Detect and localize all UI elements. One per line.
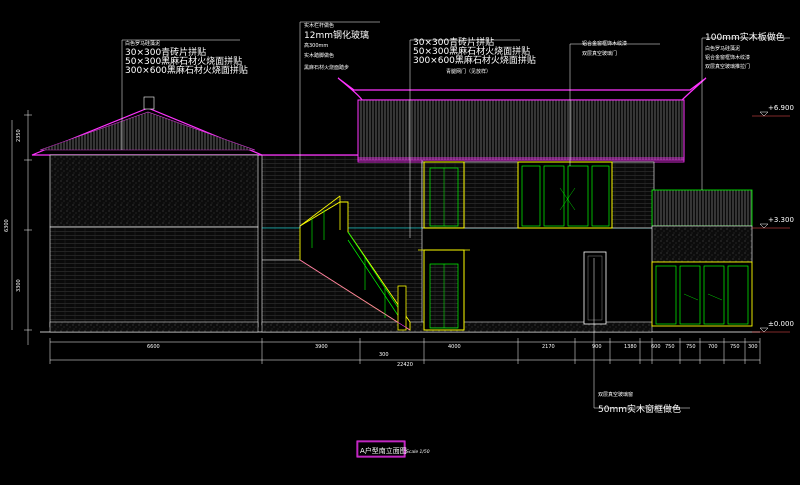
note-1-1: 白色罗马硅藻泥: [125, 40, 160, 47]
level-mid: +3.300: [768, 216, 794, 224]
bottom-dim-5: 900: [592, 344, 602, 350]
level-top: +6.900: [768, 104, 794, 112]
left-dim-1: 2350: [16, 129, 22, 142]
note-3-2: 50×300黑麻石材火烧面拼贴: [413, 45, 530, 57]
annotation-group-5: 100mm实木板做色 白色罗马硅藻泥 铝合金窗框饰木纹漆 双层真空玻璃推拉门: [705, 31, 785, 70]
bottom-dim-10: 700: [708, 344, 718, 350]
chimney: [143, 96, 155, 110]
bottom-dimension: 6600 3900 4000 2170 900 1380 600 750 750…: [49, 338, 761, 368]
bottom-dim-small: 300: [379, 352, 389, 358]
note-5-1: 100mm实木板做色: [705, 31, 785, 43]
note-1-4: 300×600黑麻石材火烧面拼贴: [125, 64, 248, 76]
leader-lines: [121, 21, 790, 409]
bottom-dim-11: 750: [730, 344, 740, 350]
note-4-1: 铝合金窗框饰木纹漆: [582, 40, 627, 47]
note-5-2: 白色罗马硅藻泥: [705, 45, 740, 52]
left-dimension: 2350 6300 3300: [4, 110, 32, 345]
left-dim-3: 3300: [16, 279, 22, 292]
bottom-dim-4: 2170: [542, 344, 555, 350]
note-3-1: 30×300青砖片拼贴: [413, 36, 494, 48]
drawing-title: A户型南立面图: [360, 446, 407, 455]
bottom-dim-9: 750: [686, 344, 696, 350]
staircase: [299, 195, 411, 331]
annotation-group-4: 铝合金窗框饰木纹漆 双层真空玻璃门: [582, 40, 627, 57]
annotation-group-2: 实木栏杆做色 12mm钢化玻璃 高300mm 实木踏脚做色 黑麻石材火烧面踏步: [304, 22, 369, 71]
bottom-dim-2: 3900: [315, 344, 328, 350]
left-dim-2: 6300: [4, 219, 10, 232]
annotation-group-6: 双层真空玻璃窗 50mm实木窗框做色: [598, 391, 681, 415]
bottom-dim-8: 750: [665, 344, 675, 350]
level-markers: +6.900 +3.300 ±0.000: [752, 104, 794, 333]
right-annex: [651, 189, 753, 327]
note-5-3: 铝合金窗框饰木纹漆: [705, 54, 750, 61]
note-2-3: 高300mm: [304, 42, 328, 49]
note-1-3: 50×300黑麻石材火烧面拼贴: [125, 55, 242, 67]
bottom-dim-12: 300: [748, 344, 758, 350]
bottom-dim-6: 1380: [624, 344, 637, 350]
total-dimension: 22420: [397, 362, 413, 368]
bottom-dim-1: 6600: [147, 344, 160, 350]
note-6-1: 双层真空玻璃窗: [598, 391, 633, 398]
note-3-4: 青腿网门（见放样）: [446, 68, 491, 75]
note-6-2: 50mm实木窗框做色: [598, 403, 681, 415]
note-5-4: 双层真空玻璃推拉门: [705, 63, 750, 70]
annotation-group-1: 白色罗马硅藻泥 30×300青砖片拼贴 50×300黑麻石材火烧面拼贴 300×…: [125, 40, 248, 76]
note-3-3: 300×600黑麻石材火烧面拼贴: [413, 54, 536, 66]
note-1-2: 30×300青砖片拼贴: [125, 46, 206, 58]
central-doors: [418, 161, 470, 331]
level-ground: ±0.000: [768, 320, 794, 328]
bottom-dim-7: 600: [651, 344, 661, 350]
note-2-2: 12mm钢化玻璃: [304, 29, 369, 41]
note-2-1: 实木栏杆做色: [304, 22, 334, 29]
upper-windows: [517, 161, 613, 229]
drawing-title-block: A户型南立面图 Scale 1/50: [356, 440, 430, 458]
left-building: [31, 96, 263, 333]
bottom-dim-3: 4000: [448, 344, 461, 350]
lower-window: [583, 251, 607, 325]
note-4-2: 双层真空玻璃门: [582, 50, 617, 57]
annotation-group-3: 30×300青砖片拼贴 50×300黑麻石材火烧面拼贴 300×600黑麻石材火…: [413, 36, 536, 75]
note-2-5: 黑麻石材火烧面踏步: [304, 64, 349, 71]
note-2-4: 实木踏脚做色: [304, 52, 334, 59]
drawing-scale: Scale 1/50: [406, 449, 430, 455]
